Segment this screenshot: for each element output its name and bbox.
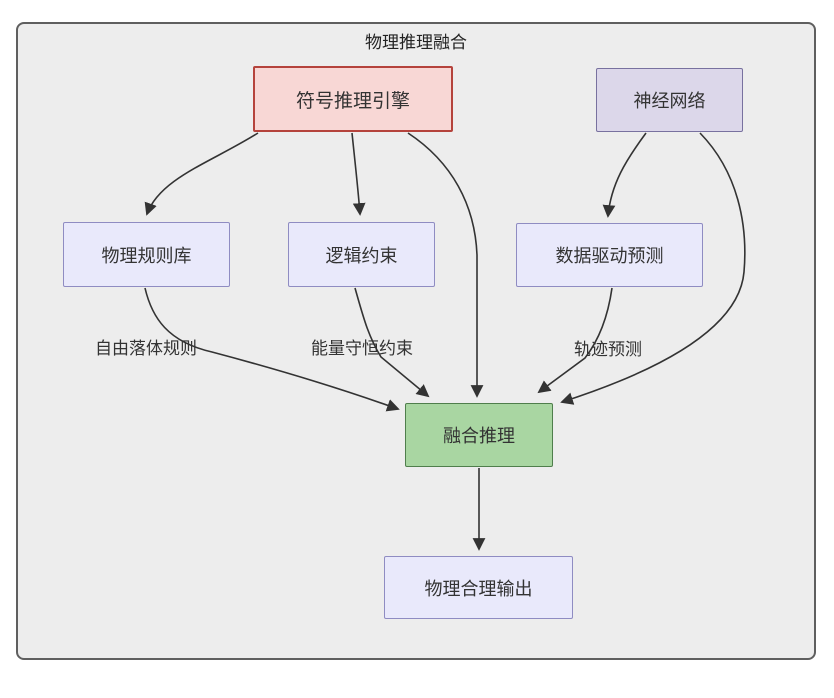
node-logic-constraints: 逻辑约束 xyxy=(288,222,435,287)
node-physically-plausible-output: 物理合理输出 xyxy=(384,556,573,619)
node-fusion-reasoning: 融合推理 xyxy=(405,403,553,467)
edge-label-energy-conservation-constraint: 能量守恒约束 xyxy=(311,339,413,358)
node-data-driven-prediction: 数据驱动预测 xyxy=(516,223,703,287)
node-physics-rule-library: 物理规则库 xyxy=(63,222,230,287)
node-symbolic-reasoning-engine: 符号推理引擎 xyxy=(253,66,453,132)
node-neural-network: 神经网络 xyxy=(596,68,743,132)
diagram-title: 物理推理融合 xyxy=(365,33,467,52)
edge-label-trajectory-prediction: 轨迹预测 xyxy=(574,340,642,359)
edge-label-free-fall-rule: 自由落体规则 xyxy=(95,339,197,358)
